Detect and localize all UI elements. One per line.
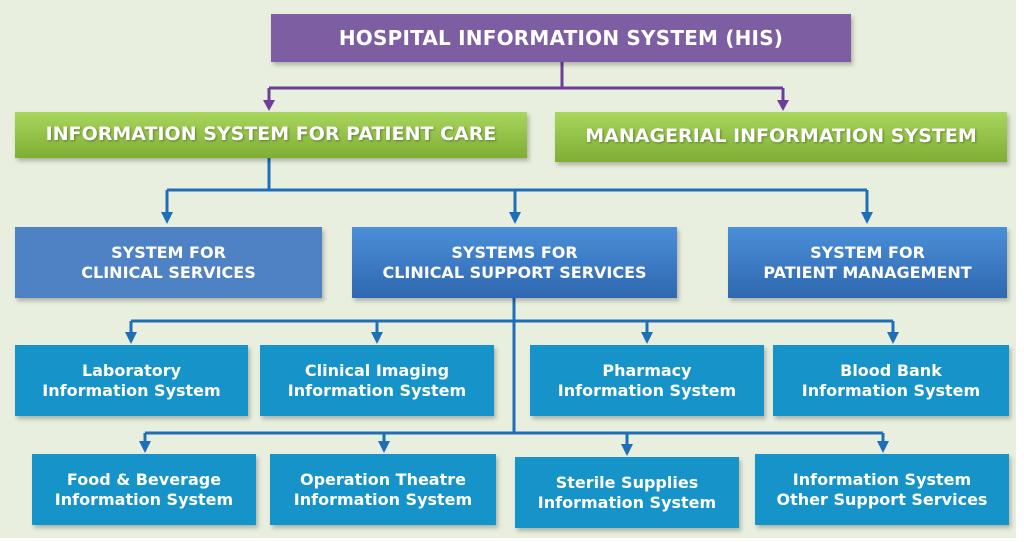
node-managerial: MANAGERIAL INFORMATION SYSTEM bbox=[555, 112, 1007, 162]
node-food-beverage: Food & Beverage Information System bbox=[32, 454, 256, 525]
arrow-head bbox=[139, 441, 151, 453]
node-label: MANAGERIAL INFORMATION SYSTEM bbox=[585, 125, 977, 148]
node-sterile-supplies: Sterile Supplies Information System bbox=[515, 457, 739, 528]
node-label: SYSTEMS FOR CLINICAL SUPPORT SERVICES bbox=[382, 242, 647, 282]
node-label: INFORMATION SYSTEM FOR PATIENT CARE bbox=[45, 123, 497, 146]
arrow-head bbox=[861, 212, 873, 224]
arrow-head bbox=[371, 332, 383, 344]
node-label: Pharmacy Information System bbox=[557, 360, 737, 400]
arrow-head bbox=[509, 212, 521, 224]
arrow-head bbox=[877, 441, 889, 453]
node-patient-care: INFORMATION SYSTEM FOR PATIENT CARE bbox=[15, 112, 527, 158]
node-blood-bank: Blood Bank Information System bbox=[773, 345, 1009, 416]
root-node-his: HOSPITAL INFORMATION SYSTEM (HIS) bbox=[271, 14, 851, 62]
arrow-head bbox=[161, 212, 173, 224]
arrow-head bbox=[621, 444, 633, 456]
node-label: Information System Other Support Service… bbox=[776, 469, 988, 509]
node-pharmacy: Pharmacy Information System bbox=[530, 345, 764, 416]
node-other-support-services: Information System Other Support Service… bbox=[755, 454, 1009, 525]
node-label: Sterile Supplies Information System bbox=[537, 472, 717, 512]
node-label: Clinical Imaging Information System bbox=[287, 360, 467, 400]
node-operation-theatre: Operation Theatre Information System bbox=[270, 454, 496, 525]
root-node-label: HOSPITAL INFORMATION SYSTEM (HIS) bbox=[338, 25, 784, 50]
arrow-head bbox=[125, 332, 137, 344]
node-label: Blood Bank Information System bbox=[801, 360, 981, 400]
arrow-head bbox=[263, 100, 275, 111]
node-clinical-support-services: SYSTEMS FOR CLINICAL SUPPORT SERVICES bbox=[352, 227, 677, 298]
node-label: SYSTEM FOR PATIENT MANAGEMENT bbox=[763, 242, 972, 282]
arrow-head bbox=[887, 332, 899, 344]
node-clinical-services: SYSTEM FOR CLINICAL SERVICES bbox=[15, 227, 322, 298]
node-patient-management: SYSTEM FOR PATIENT MANAGEMENT bbox=[728, 227, 1007, 298]
node-clinical-imaging: Clinical Imaging Information System bbox=[260, 345, 494, 416]
node-label: SYSTEM FOR CLINICAL SERVICES bbox=[81, 242, 256, 282]
node-laboratory: Laboratory Information System bbox=[15, 345, 248, 416]
patient-care-connector bbox=[165, 158, 869, 214]
node-label: Laboratory Information System bbox=[42, 360, 221, 400]
root-connector bbox=[267, 62, 785, 104]
arrow-head bbox=[378, 441, 390, 453]
node-label: Food & Beverage Information System bbox=[54, 469, 234, 509]
arrow-head bbox=[777, 100, 789, 111]
node-label: Operation Theatre Information System bbox=[293, 469, 473, 509]
arrow-head bbox=[641, 332, 653, 344]
